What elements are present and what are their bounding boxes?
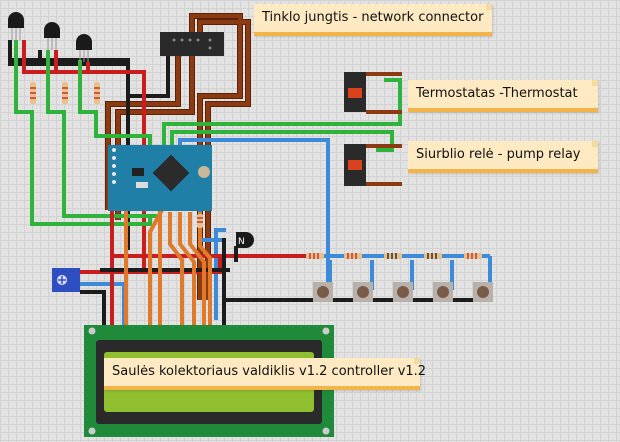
button-resistors [306, 253, 482, 259]
button-resistor-3 [384, 253, 402, 259]
svg-text:N: N [238, 237, 245, 247]
push-buttons [313, 282, 493, 302]
potentiometer[interactable] [52, 268, 80, 292]
sensor-resistors [30, 82, 100, 104]
temp-sensor-3 [76, 34, 92, 62]
temp-sensor-2 [44, 22, 60, 50]
network-header-connector [160, 32, 224, 56]
push-button-4[interactable] [433, 282, 453, 302]
push-button-3[interactable] [393, 282, 413, 302]
note-pump-relay: Siurblio relė - pump relay [408, 141, 598, 173]
note-thermostat: Termostatas -Thermostat [408, 80, 598, 112]
push-button-2[interactable] [353, 282, 373, 302]
transistor: N [236, 232, 254, 248]
push-button-1[interactable] [313, 282, 333, 302]
arduino-pro-mini [108, 145, 212, 211]
thermostat-relay [344, 72, 402, 114]
base-resistor [197, 214, 203, 228]
note-network-connector: Tinklo jungtis - network connector [254, 4, 492, 36]
pump-relay [344, 144, 402, 186]
black-wires [80, 238, 492, 330]
resistor-3 [94, 82, 100, 104]
resistor-1 [30, 82, 36, 104]
resistor-2 [62, 82, 68, 104]
note-controller: Saulės kolektoriaus valdiklis v1.2 contr… [104, 358, 426, 390]
button-resistor-4 [424, 253, 442, 259]
temperature-sensors [8, 12, 92, 62]
temp-sensor-1 [8, 12, 24, 40]
push-button-5[interactable] [473, 282, 493, 302]
button-resistor-2 [344, 253, 362, 259]
button-resistor-5 [464, 253, 482, 259]
button-resistor-1 [306, 253, 324, 259]
